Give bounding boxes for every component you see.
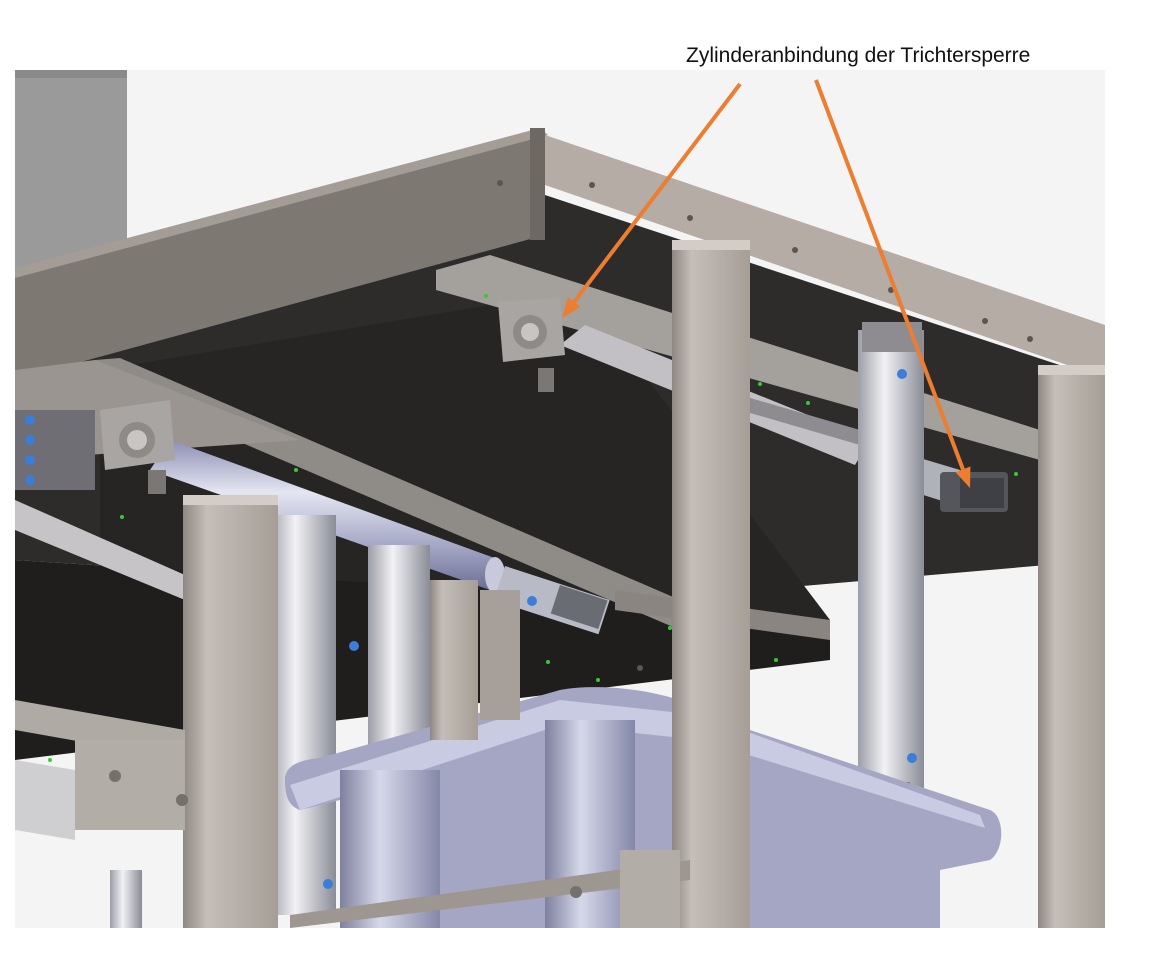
- gray-block: [15, 70, 127, 270]
- left-mount-bracket: [100, 400, 175, 494]
- frame-post-4: [430, 580, 478, 740]
- valve-block: [15, 410, 95, 490]
- vertical-cylinder-3: [858, 330, 924, 790]
- frame-post-1: [672, 240, 750, 928]
- callout-arrows: [562, 79, 971, 488]
- frame-post-2: [183, 495, 278, 928]
- callout-label: Zylinderanbindung der Trichtersperre: [686, 44, 1031, 67]
- vertical-cylinder-1: [268, 515, 336, 915]
- frame-beam-front: [15, 135, 545, 380]
- arrow-right-mount: [814, 79, 971, 488]
- bolts: [497, 180, 1033, 671]
- frame-post-3: [1038, 365, 1105, 928]
- bottom-bracket: [75, 740, 185, 830]
- vertical-cylinder-2: [368, 545, 430, 745]
- frame-beam-right: [545, 135, 1105, 378]
- arrow-upper-mount: [562, 82, 742, 318]
- indicator-dots: [48, 294, 1018, 762]
- upper-mount-bracket: [498, 298, 565, 392]
